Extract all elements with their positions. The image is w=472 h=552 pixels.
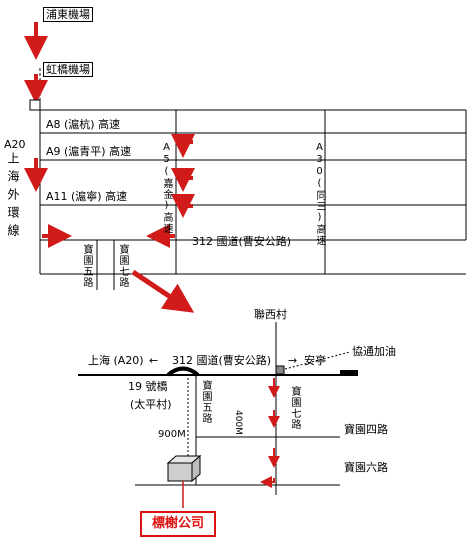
a5-label: A5(嘉金)高速 [161,142,172,234]
company-building-icon [166,454,202,483]
pudong-airport-label: 浦東機場 [43,7,93,22]
baoyuan5-top-label: 寶園五路 [81,244,92,288]
bridge-label: 19 號橋 [128,380,168,393]
taiping-label: (太平村) [130,398,172,411]
distance-900m-label: 900M [158,429,186,440]
detail-map-arrows [260,378,280,488]
detail-map-lines [78,322,358,495]
left-arrow-icon: ← [149,354,159,367]
top-diagram-arrows [24,22,195,313]
shanghai-direction-label: 上海 (A20) [88,354,144,367]
baoyuan7-detail-label: 寶園七路 [289,386,300,430]
a20-name-label: 上海外環線 [6,152,20,242]
top-diagram-lines [39,68,467,290]
baoyuan7-top-label: 寶園七路 [117,244,128,288]
gas-station-label: 協通加油 [352,345,396,358]
baoyuan4-label: 寶園四路 [344,423,388,436]
a20-code-label: A20 [4,138,26,151]
a8-label: A8 (滬杭) 高速 [46,118,121,131]
distance-400m-label: 400M [233,410,243,435]
a11-label: A11 (滬寧) 高速 [46,190,128,203]
a30-label: A30(同三)高速 [314,142,325,246]
company-label: 標榭公司 [140,511,216,537]
bridge-icon [166,366,200,377]
road-312-label: 312 國道(曹安公路) [192,235,292,248]
anting-direction-label: 安亭 [304,354,326,367]
baoyuan6-label: 寶園六路 [344,461,388,474]
baoyuan5-detail-label: 寶園五路 [200,380,211,424]
lianxi-label: 聯西村 [254,308,287,321]
right-arrow-icon: → [288,354,298,367]
road-312-detail-label: 312 國道(曹安公路) [172,354,272,367]
a9-label: A9 (滬青平) 高速 [46,145,132,158]
hongqiao-airport-label: 虹橋機場 [43,62,93,77]
gas-station-icon [275,365,285,375]
